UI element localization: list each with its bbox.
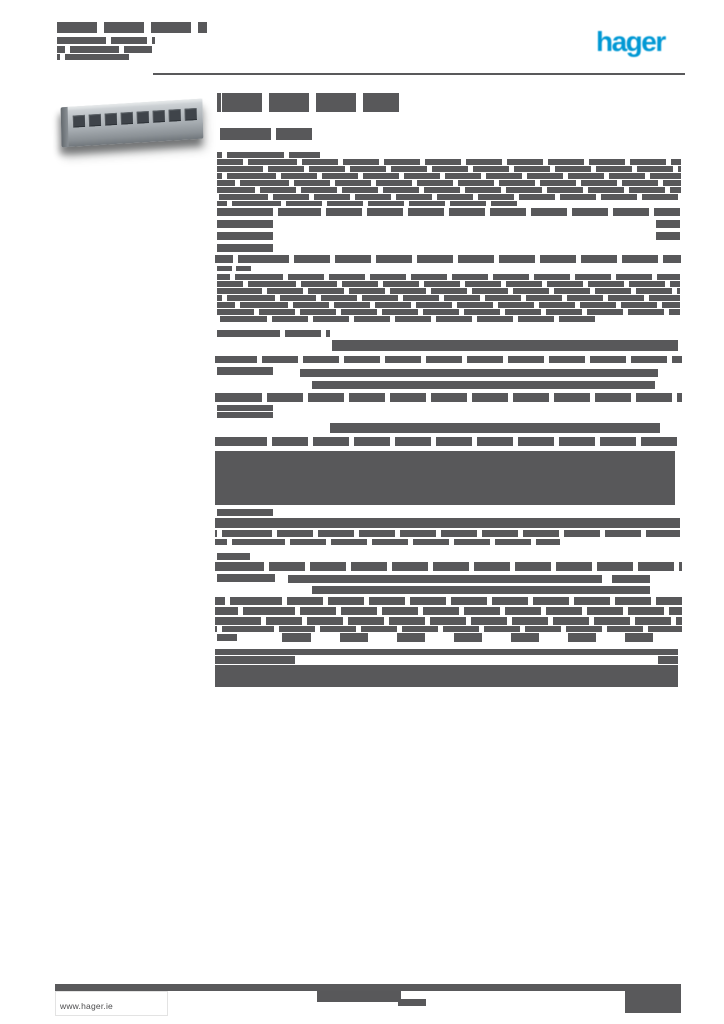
redacted-text-bar [217, 194, 681, 200]
strip-holes [72, 108, 197, 128]
redacted-text-bar [398, 999, 426, 1006]
redacted-text-bar [317, 991, 401, 1002]
redacted-text-bar [215, 393, 682, 402]
redacted-text-bar [217, 159, 681, 165]
footer-bar [55, 984, 625, 991]
redacted-text-bar [215, 649, 678, 655]
footer-pagenumber-block [625, 984, 681, 1013]
redacted-text-bar [217, 274, 680, 280]
redacted-text-bar [215, 451, 675, 505]
redacted-text-bar [217, 295, 680, 301]
redacted-text-bar [217, 405, 273, 411]
redacted-text-bar [217, 201, 517, 206]
redacted-text-bar [330, 423, 660, 433]
redacted-text-bar [217, 93, 399, 112]
strip-hole [152, 109, 165, 123]
redacted-text-bar [217, 244, 273, 252]
redacted-text-bar [215, 617, 682, 625]
redacted-text-bar [217, 180, 681, 186]
strip-hole [168, 109, 181, 122]
footer-website-link[interactable]: www.hager.ie [60, 1001, 113, 1011]
redacted-text-bar [217, 288, 680, 294]
redacted-text-bar [217, 330, 330, 337]
redacted-text-bar [217, 412, 273, 418]
strip-hole [120, 111, 134, 125]
strip-left-cap [60, 106, 69, 148]
redacted-text-bar [217, 128, 314, 140]
redacted-text-bar [215, 255, 681, 263]
strip-hole [88, 113, 102, 127]
strip-hole [184, 108, 197, 121]
redacted-text-bar [215, 518, 680, 528]
strip-hole [136, 110, 149, 124]
product-photo [57, 94, 209, 156]
redacted-text-bar [217, 574, 275, 582]
redacted-text-bar [215, 665, 678, 687]
redacted-text-bar [215, 539, 560, 545]
strip-hole [104, 112, 118, 126]
redacted-text-bar [656, 232, 680, 240]
redacted-text-bar [217, 232, 273, 240]
redacted-text-bar [217, 634, 237, 641]
redacted-text-bar [217, 166, 681, 172]
redacted-text-bar [281, 633, 681, 642]
redacted-text-bar [217, 309, 680, 315]
redacted-text-bar [217, 367, 273, 375]
redacted-text-bar [217, 266, 232, 271]
redacted-text-bar [217, 509, 273, 516]
redacted-text-bar [215, 607, 682, 615]
redacted-text-bar [215, 626, 682, 632]
header-rule [153, 73, 685, 75]
redacted-text-bar [217, 553, 250, 560]
redacted-text-bar [217, 302, 680, 308]
redacted-text-bar [215, 437, 682, 446]
redacted-text-bar [278, 208, 680, 216]
hager-logo: hager [596, 26, 666, 57]
redacted-text-bar [288, 575, 602, 583]
footer-website-box: www.hager.ie [55, 991, 168, 1016]
redacted-text-bar [217, 173, 681, 179]
redacted-text-bar [215, 656, 295, 664]
metal-strip [60, 98, 204, 148]
redacted-text-bar [215, 597, 682, 605]
redacted-text-bar [312, 381, 655, 389]
redacted-text-bar [300, 369, 658, 377]
redacted-text-bar [217, 208, 273, 216]
redacted-text-bar [57, 46, 152, 53]
redacted-text-bar [312, 586, 650, 594]
redacted-text-bar [236, 266, 251, 271]
redacted-text-bar [57, 54, 129, 60]
redacted-text-bar [332, 340, 678, 351]
redacted-text-bar [612, 575, 650, 583]
redacted-text-bar [215, 530, 680, 537]
redacted-text-bar [217, 187, 681, 193]
redacted-text-bar [217, 281, 680, 287]
redacted-text-bar [656, 220, 680, 228]
redacted-text-bar [215, 356, 682, 363]
redacted-text-bar [217, 152, 320, 158]
redacted-text-bar [57, 37, 155, 44]
redacted-text-bar [658, 656, 678, 664]
redacted-text-bar [57, 22, 207, 33]
redacted-text-bar [217, 316, 597, 322]
strip-hole [72, 114, 86, 128]
redacted-text-bar [217, 220, 273, 228]
redacted-text-bar [215, 562, 682, 571]
